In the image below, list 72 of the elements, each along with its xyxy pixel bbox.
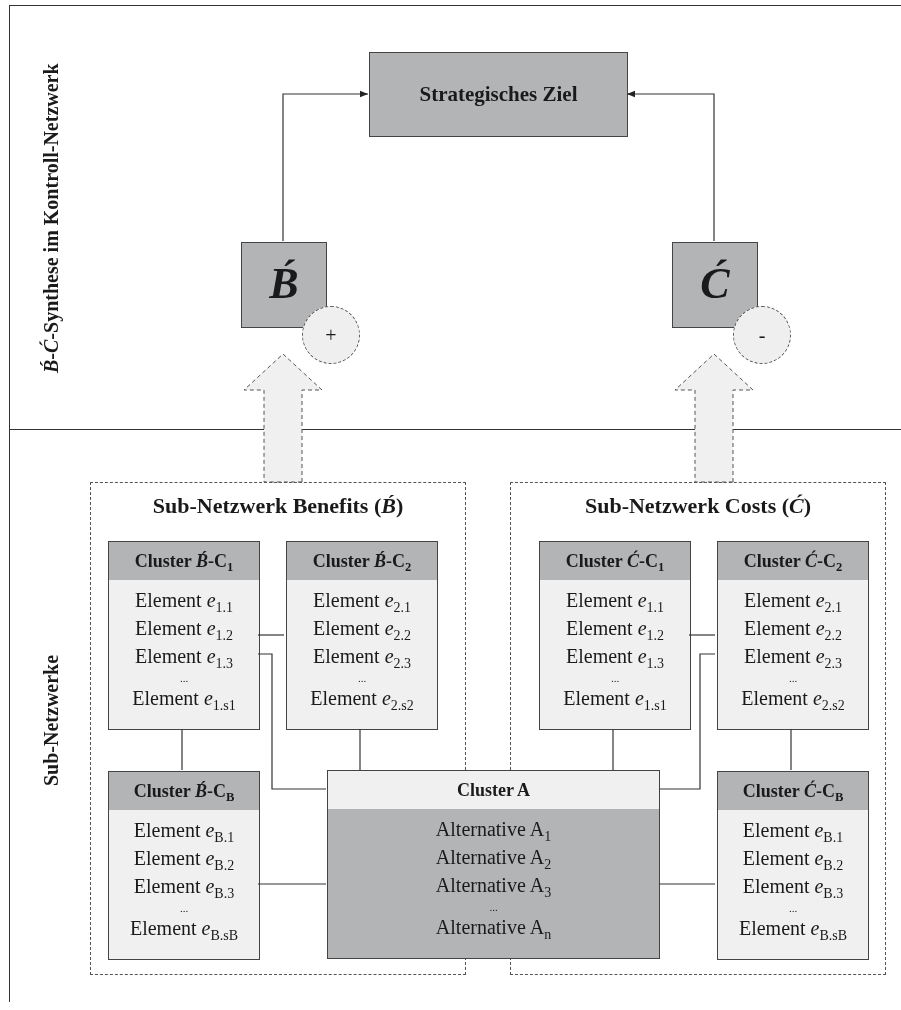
alternative-label: Alternative A$_{2}$	[434, 845, 553, 871]
element-label: Element e$_{B.2}$	[132, 846, 236, 872]
element-label: Element e$_{1.2}$	[134, 616, 234, 642]
element-label: Element e$_{1.3}$	[565, 644, 665, 670]
connector-line	[359, 728, 361, 771]
sign-circle: -	[733, 306, 791, 364]
element-label: Element e$_{1.1}$	[134, 588, 234, 614]
cluster-box	[717, 771, 869, 960]
ellipsis: ...	[787, 902, 799, 914]
element-label: Element e$_{1.s1}$	[131, 686, 237, 712]
ellipsis: ...	[356, 672, 368, 684]
element-label: Element e$_{2.3}$	[743, 644, 843, 670]
connector-line	[181, 728, 183, 771]
goal-box: Strategisches Ziel	[369, 52, 628, 137]
symbol-box: B́	[241, 242, 327, 328]
ellipsis: ...	[787, 672, 799, 684]
arrow	[626, 90, 715, 242]
connector-line	[688, 634, 716, 636]
ellipsis: ...	[488, 901, 499, 913]
element-label: Element e$_{B.1}$	[741, 818, 845, 844]
element-label: Element e$_{2.3}$	[312, 644, 412, 670]
ellipsis: ...	[609, 672, 621, 684]
subnetwork-title: Sub-Netzwerk Benefits (B́)	[151, 493, 405, 519]
element-label: Element e$_{2.s2}$	[309, 686, 415, 712]
element-label: Element e$_{2.s2}$	[740, 686, 846, 712]
cluster-box	[327, 770, 660, 959]
connector-line	[658, 653, 716, 790]
connector-line	[257, 883, 327, 885]
band-label: B́-Ć-Synthese im Kontroll-Netzwerk	[40, 62, 63, 376]
element-label: Element e$_{1.2}$	[565, 616, 665, 642]
element-label: Element e$_{2.2}$	[312, 616, 412, 642]
element-label: Element e$_{B.1}$	[132, 818, 236, 844]
symbol-box: Ć	[672, 242, 758, 328]
connector-line	[658, 883, 716, 885]
connector-line	[257, 634, 285, 636]
alternative-label: Alternative A$_{n}$	[434, 915, 553, 941]
connector-line	[257, 653, 327, 790]
cluster-header: Cluster B́-C$_{1}$	[109, 542, 259, 580]
cluster-header: Cluster Ć-C$_{1}$	[540, 542, 690, 580]
cluster-box	[108, 771, 260, 960]
element-label: Element e$_{1.3}$	[134, 644, 234, 670]
element-label: Element e$_{B.2}$	[741, 846, 845, 872]
connector-line	[790, 728, 792, 771]
element-label: Element e$_{B.3}$	[741, 874, 845, 900]
ellipsis: ...	[178, 902, 190, 914]
alternative-label: Alternative A$_{1}$	[434, 817, 553, 843]
cluster-header: Cluster Ć-C$_{B}$	[718, 772, 868, 810]
cluster-header: Cluster A	[328, 771, 659, 809]
subnetwork-title: Sub-Netzwerk Costs (Ć)	[583, 493, 813, 519]
element-label: Element e$_{1.s1}$	[562, 686, 668, 712]
sign-circle: +	[302, 306, 360, 364]
element-label: Element e$_{2.1}$	[312, 588, 412, 614]
connector-line	[612, 728, 614, 771]
element-label: Element e$_{1.1}$	[565, 588, 665, 614]
cluster-header: Cluster Ć-C$_{2}$	[718, 542, 868, 580]
band-label: Sub-Netzwerke	[40, 653, 63, 788]
element-label: Element e$_{2.1}$	[743, 588, 843, 614]
cluster-box	[286, 541, 438, 730]
block-arrow	[243, 353, 323, 483]
cluster-header: Cluster B́-C$_{2}$	[287, 542, 437, 580]
alternative-label: Alternative A$_{3}$	[434, 873, 553, 899]
element-label: Element e$_{B.sB}$	[128, 916, 240, 942]
cluster-box	[108, 541, 260, 730]
element-label: Element e$_{B.sB}$	[737, 916, 849, 942]
block-arrow	[674, 353, 754, 483]
ellipsis: ...	[178, 672, 190, 684]
cluster-box	[539, 541, 691, 730]
element-label: Element e$_{B.3}$	[132, 874, 236, 900]
element-label: Element e$_{2.2}$	[743, 616, 843, 642]
cluster-box	[717, 541, 869, 730]
cluster-header: Cluster B́-C$_{B}$	[109, 772, 259, 810]
arrow	[282, 90, 369, 242]
